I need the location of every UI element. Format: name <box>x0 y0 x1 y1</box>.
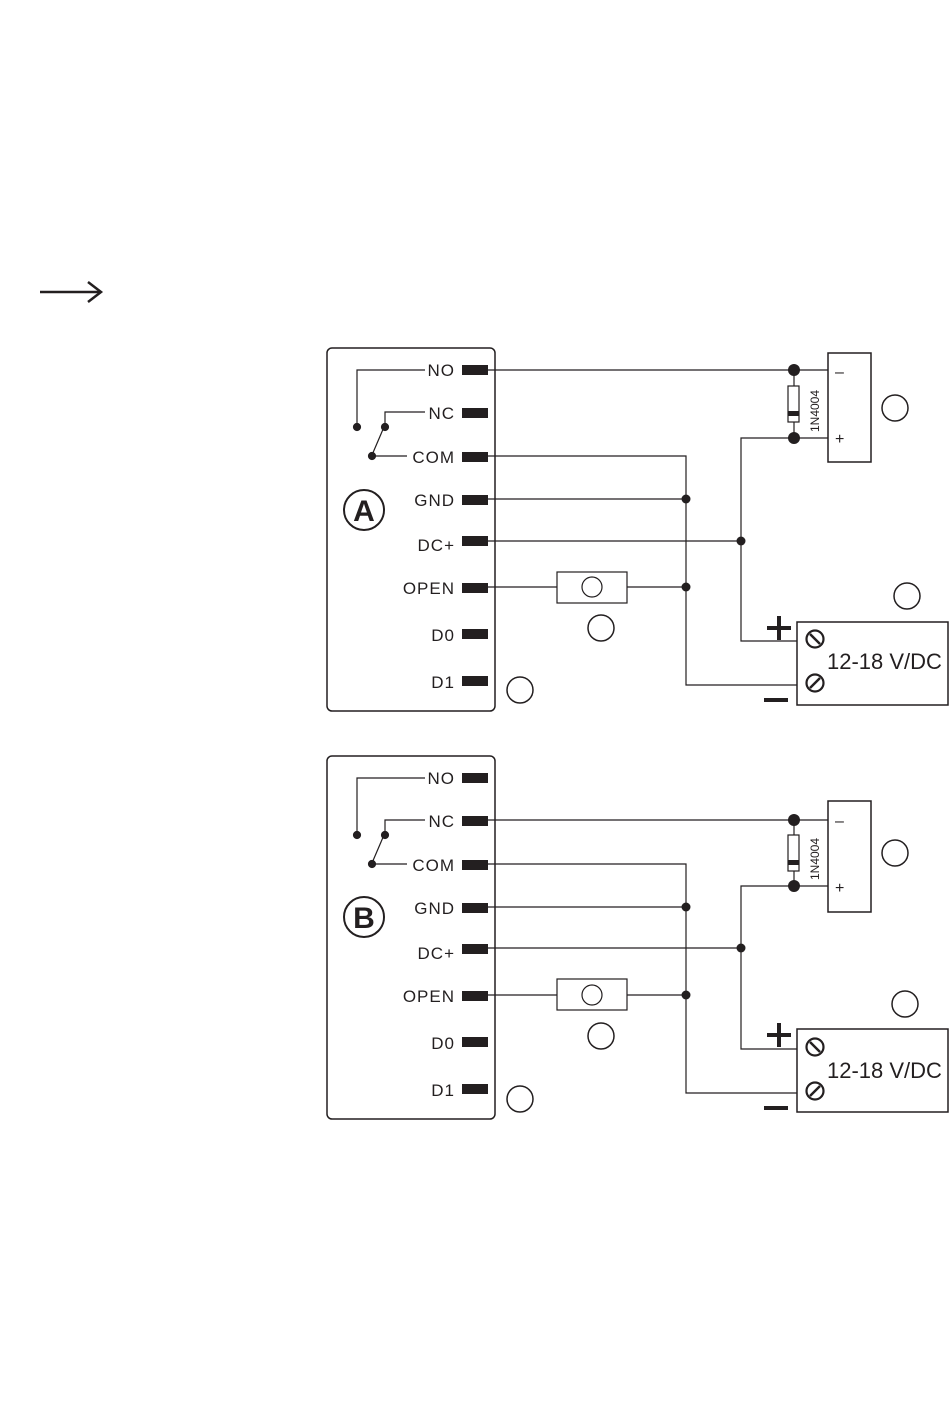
terminal-open: OPEN <box>403 987 488 1006</box>
lock-plus-label: + <box>835 880 844 897</box>
terminal-label: NC <box>428 404 455 423</box>
power-supply: 12-18 V/DC <box>764 1023 948 1112</box>
terminal-d1: D1 <box>431 673 488 692</box>
relay-switch-icon <box>354 370 426 460</box>
diode-label: 1N4004 <box>808 838 822 880</box>
controller-box <box>327 348 495 711</box>
terminal-label: COM <box>412 448 455 467</box>
wiring-diagram-b: NO NC COM GND DC+ OPEN D0 D1 B <box>327 756 948 1119</box>
terminal-gnd: GND <box>414 899 488 918</box>
diagram-letter: A <box>353 495 375 528</box>
terminal-label: NO <box>428 361 456 380</box>
terminal-label: DC+ <box>418 944 455 963</box>
terminal-label: D1 <box>431 673 455 692</box>
terminal-label: GND <box>414 899 455 918</box>
terminal-list: NO NC COM GND DC+ OPEN D0 D1 <box>403 769 488 1100</box>
arrow-right-icon <box>40 282 101 302</box>
terminal-label: D0 <box>431 626 455 645</box>
terminal-com: COM <box>412 448 488 467</box>
wiring-diagram-a: NO NC COM GND DC+ OPEN D0 D1 A <box>327 348 948 711</box>
psu-plus-sign <box>767 616 791 640</box>
terminal-d1: D1 <box>431 1081 488 1100</box>
terminal-dcplus: DC+ <box>418 944 488 963</box>
terminal-label: DC+ <box>418 536 455 555</box>
terminal-list: NO NC COM GND DC+ OPEN D0 D1 <box>403 361 488 692</box>
controller-box <box>327 756 495 1119</box>
pushbutton-icon <box>557 572 627 603</box>
lock-minus-label: – <box>835 813 844 830</box>
lock-minus-label: – <box>835 364 844 381</box>
terminal-label: D1 <box>431 1081 455 1100</box>
terminal-gnd: GND <box>414 491 488 510</box>
pushbutton-icon <box>557 979 627 1010</box>
diagram-letter-badge: B <box>344 897 384 937</box>
terminal-no: NO <box>428 769 489 788</box>
diode-icon: 1N4004 <box>788 835 822 880</box>
diode-label: 1N4004 <box>808 390 822 432</box>
terminal-d0: D0 <box>431 1034 488 1053</box>
terminal-label: OPEN <box>403 579 455 598</box>
lock-plus-label: + <box>835 431 844 448</box>
terminal-nc: NC <box>428 404 488 423</box>
terminal-com: COM <box>412 856 488 875</box>
terminal-label: GND <box>414 491 455 510</box>
terminal-label: NO <box>428 769 456 788</box>
power-supply: 12-18 V/DC <box>764 616 948 705</box>
terminal-no: NO <box>428 361 489 380</box>
terminal-nc: NC <box>428 812 488 831</box>
relay-switch-icon <box>354 778 426 868</box>
diagram-letter: B <box>353 902 375 935</box>
door-lock: – + <box>828 801 871 912</box>
psu-plus-sign <box>767 1023 791 1047</box>
diagram-letter-badge: A <box>344 490 384 530</box>
terminal-dcplus: DC+ <box>418 536 488 555</box>
psu-label: 12-18 V/DC <box>827 649 942 674</box>
door-lock: – + <box>828 353 871 462</box>
terminal-d0: D0 <box>431 626 488 645</box>
terminal-label: OPEN <box>403 987 455 1006</box>
terminal-open: OPEN <box>403 579 488 598</box>
terminal-label: NC <box>428 812 455 831</box>
wires <box>488 820 828 1093</box>
psu-label: 12-18 V/DC <box>827 1058 942 1083</box>
terminal-label: COM <box>412 856 455 875</box>
terminal-label: D0 <box>431 1034 455 1053</box>
diode-icon: 1N4004 <box>788 386 822 432</box>
